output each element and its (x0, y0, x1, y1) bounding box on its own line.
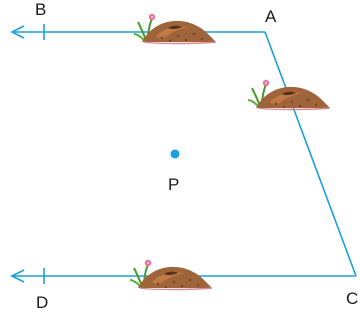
arrowhead-d (10, 269, 25, 283)
point-p (170, 149, 180, 159)
mound-icon (133, 12, 217, 45)
label-c: C (346, 289, 358, 308)
label-d: D (36, 293, 48, 312)
segment-ac (264, 31, 357, 277)
label-a: A (265, 7, 277, 26)
mound-icon (247, 78, 331, 111)
label-p: P (168, 175, 179, 194)
mound-icon (129, 258, 213, 291)
arrowhead-b (10, 25, 25, 39)
label-b: B (35, 0, 46, 19)
